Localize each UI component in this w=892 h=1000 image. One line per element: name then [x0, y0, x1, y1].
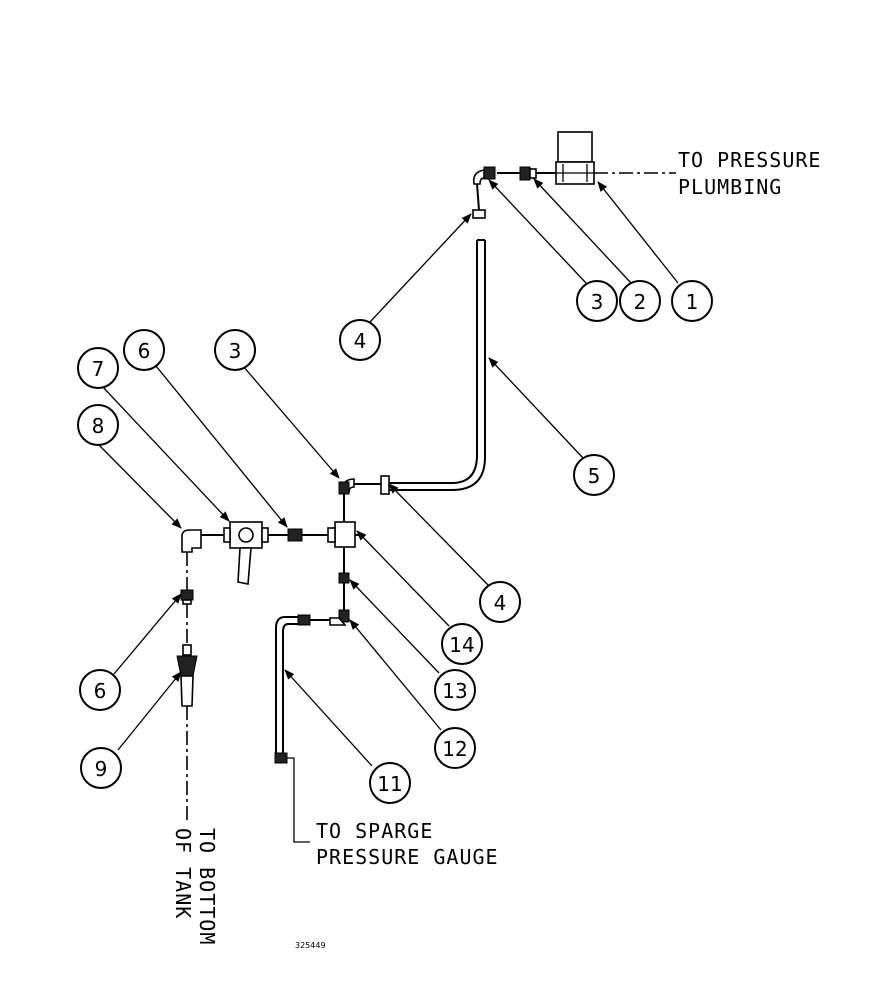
fitting-part-13: [338, 572, 350, 584]
hose-part-5: [387, 239, 486, 491]
svg-text:14: 14: [449, 633, 474, 657]
svg-text:9: 9: [95, 757, 108, 781]
svg-text:12: 12: [442, 737, 467, 761]
svg-text:11: 11: [377, 772, 402, 796]
svg-text:6: 6: [94, 679, 107, 703]
callout-14: 14: [441, 623, 483, 665]
elbow-part-3-top: [472, 166, 496, 185]
svg-text:2: 2: [634, 290, 647, 314]
elbow-part-12: [329, 609, 350, 626]
clamp-part-4-top: [472, 209, 486, 219]
ball-valve-part-7: [223, 521, 269, 585]
nipple-part-6-right: [287, 528, 303, 542]
callout-6-mid: 6: [123, 329, 165, 371]
svg-text:6: 6: [138, 339, 151, 363]
callout-2: 2: [619, 280, 661, 322]
callout-4-top: 4: [339, 319, 381, 361]
elbow-part-8: [181, 529, 202, 553]
sparge-gauge-line: [287, 757, 310, 843]
tank-label-line2: OF TANK: [171, 828, 195, 919]
svg-text:8: 8: [92, 414, 105, 438]
tank-label-line1: TO BOTTOM: [195, 828, 219, 945]
callout-5: 5: [573, 454, 615, 496]
callout-leaders: [97, 178, 679, 767]
pressure-label-line2: PLUMBING: [678, 175, 782, 199]
svg-text:4: 4: [494, 591, 507, 615]
callout-13: 13: [434, 669, 476, 711]
callout-12: 12: [434, 727, 476, 769]
adapter-part-2: [519, 166, 537, 181]
callout-7: 7: [77, 347, 119, 389]
svg-text:3: 3: [591, 290, 604, 314]
svg-text:5: 5: [588, 464, 601, 488]
elbow-part-3-mid: [338, 478, 355, 495]
svg-text:3: 3: [229, 339, 242, 363]
callout-6-bottom: 6: [79, 669, 121, 711]
connector-line: [476, 183, 480, 211]
svg-text:1: 1: [686, 290, 699, 314]
pressure-label-line1: TO PRESSURE: [678, 148, 821, 172]
callout-3-mid: 3: [214, 329, 256, 371]
svg-text:7: 7: [92, 357, 105, 381]
nipple-part-6-bottom: [180, 589, 194, 605]
tee-part-14: [327, 521, 359, 548]
sparge-label-line2: PRESSURE GAUGE: [316, 845, 499, 869]
callout-1: 1: [671, 280, 713, 322]
drawing-number: 325449: [295, 941, 326, 950]
callout-4-mid: 4: [479, 581, 521, 623]
sparge-label-line1: TO SPARGE: [316, 819, 433, 843]
callout-8: 8: [77, 404, 119, 446]
callout-11: 11: [369, 762, 411, 804]
hose-part-11: [274, 614, 311, 764]
nozzle-part-9: [176, 644, 198, 707]
callout-9: 9: [80, 747, 122, 789]
clamp-part-4-mid: [354, 475, 390, 495]
svg-text:13: 13: [442, 679, 467, 703]
pressure-valve-part-1: [555, 131, 595, 185]
callout-3-top: 3: [576, 280, 618, 322]
svg-text:4: 4: [354, 329, 367, 353]
